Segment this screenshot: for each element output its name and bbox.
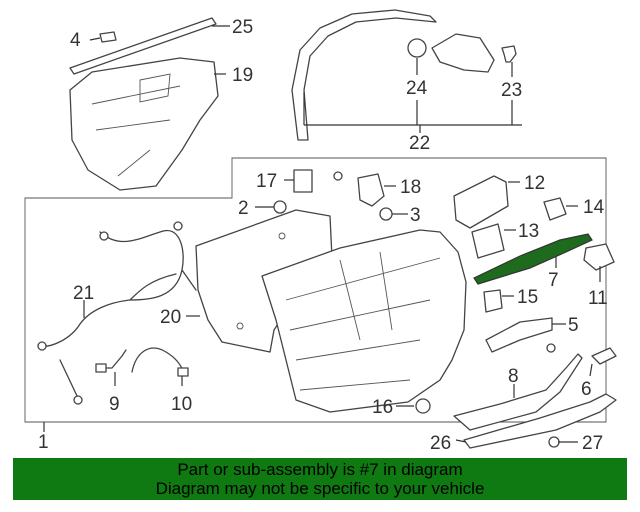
part-clip-23	[501, 45, 517, 63]
part-harness-21	[39, 229, 197, 399]
callout-24: 24	[406, 78, 428, 99]
callout-12: 12	[524, 173, 545, 194]
part-switch-15	[483, 289, 503, 313]
callout-25: 25	[232, 17, 253, 38]
part-handle-5	[485, 317, 553, 353]
part-switch-12	[453, 175, 509, 229]
part-frame-22	[291, 9, 437, 141]
callout-6: 6	[581, 379, 592, 400]
callout-3: 3	[410, 205, 421, 226]
part-cap-24	[407, 38, 427, 58]
callout-7: 7	[548, 270, 559, 291]
part-deflector-19	[69, 57, 219, 191]
banner-line-2: Diagram may not be specific to your vehi…	[155, 479, 485, 498]
callout-9: 9	[109, 394, 120, 415]
info-banner: Part or sub-assembly is #7 in diagram Di…	[13, 458, 627, 500]
callout-5: 5	[568, 315, 579, 336]
part-armrest-7	[473, 233, 593, 285]
callout-17: 17	[256, 171, 277, 192]
part-bracket-17	[293, 169, 313, 193]
part-cable-10	[131, 347, 185, 373]
callout-19: 19	[232, 65, 253, 86]
banner-line-1: Part or sub-assembly is #7 in diagram	[177, 460, 463, 479]
callout-16: 16	[372, 397, 393, 418]
callout-11: 11	[588, 288, 608, 309]
part-clip-4	[99, 31, 117, 43]
callout-labels: 1 2 3 4 5 6 7 8 9 10 11 12 13 14 15 16 1…	[38, 17, 608, 454]
callout-1: 1	[38, 432, 49, 453]
part-bolt-16	[415, 398, 431, 414]
leader-lines	[43, 25, 601, 443]
part-bracket-18	[357, 173, 385, 207]
part-nut-3	[379, 207, 393, 221]
callout-26: 26	[430, 433, 451, 454]
part-cover-11	[583, 243, 615, 271]
callout-13: 13	[518, 221, 539, 242]
callout-8: 8	[508, 366, 519, 387]
callout-20: 20	[160, 307, 181, 328]
callout-23: 23	[501, 80, 522, 101]
part-bolt-2	[273, 200, 287, 214]
part-trim-panel	[261, 229, 467, 413]
callout-2: 2	[238, 198, 249, 219]
callout-4: 4	[70, 30, 81, 51]
part-screw-27	[548, 436, 560, 448]
part-weatherstrip-25	[69, 17, 217, 75]
part-cup-6	[591, 347, 617, 365]
part-switch-13	[471, 223, 505, 259]
callout-27: 27	[582, 433, 603, 454]
part-strip-8	[453, 353, 583, 431]
callout-14: 14	[583, 197, 605, 218]
callout-21: 21	[73, 283, 94, 304]
callout-10: 10	[171, 394, 192, 415]
part-switch-14	[543, 197, 567, 221]
callout-18: 18	[400, 177, 421, 198]
part-sill-26	[463, 393, 617, 449]
callout-15: 15	[517, 287, 538, 308]
assembly-outline	[24, 157, 607, 423]
callout-22: 22	[409, 133, 430, 154]
